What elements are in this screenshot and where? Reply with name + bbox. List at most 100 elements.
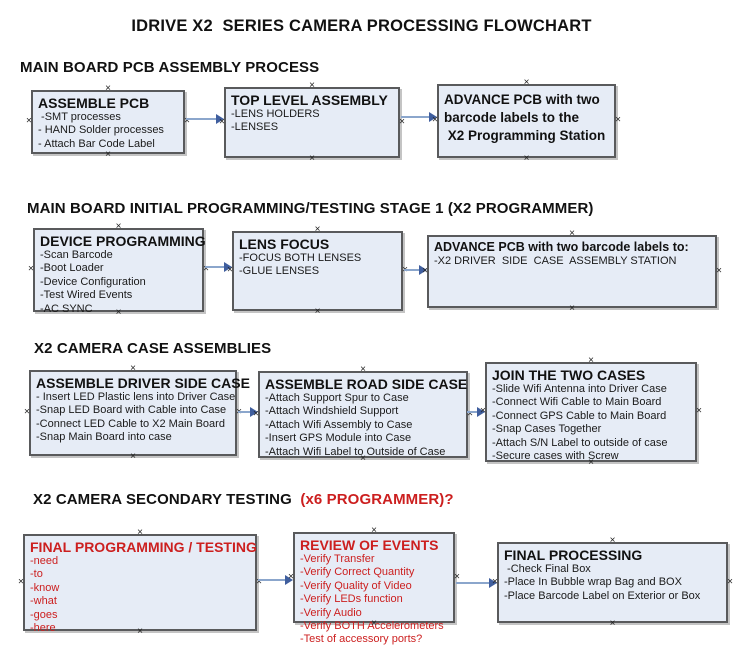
box-line: -Snap Main Board into case — [36, 431, 172, 444]
connector-arrow[interactable] — [258, 575, 293, 585]
heading-red-part: (x6 PROGRAMMER)? — [296, 491, 454, 508]
arrow-shaft — [456, 582, 491, 584]
box-line: ADVANCE PCB with two — [444, 92, 600, 107]
arrow-shaft — [401, 116, 431, 118]
arrow-head-icon — [285, 575, 293, 585]
connector-handle: × — [115, 221, 122, 232]
box-line: -LENSES — [231, 121, 279, 134]
box-title: ASSEMBLE DRIVER SIDE CASE — [36, 375, 250, 391]
box-line: - Insert LED Plastic lens into Driver Ca… — [36, 391, 236, 403]
connector-handle: × — [26, 115, 32, 127]
box-title: FINAL PROGRAMMING / TESTING — [30, 539, 257, 555]
box-line: -Attach Windshield Support — [265, 405, 399, 418]
box-line: -need — [30, 555, 59, 567]
arrow-head-icon — [224, 262, 232, 272]
flow-box-assemble-driver-side-case[interactable]: ASSEMBLE DRIVER SIDE CASE - Insert LED P… — [24, 364, 250, 462]
flow-box-join-the-two-cases[interactable]: JOIN THE TWO CASES -Slide Wifi Antenna i… — [480, 356, 702, 468]
connector-arrow[interactable] — [186, 114, 224, 124]
connector-handle: × — [105, 149, 111, 160]
connector-handle: × — [727, 576, 733, 587]
connector-handle: × — [314, 224, 321, 235]
box-line: -SMT processes — [38, 111, 121, 123]
connector-handle: × — [609, 535, 616, 546]
arrow-head-icon — [216, 114, 224, 124]
connector-handle: × — [309, 153, 315, 164]
flow-box-assemble-pcb[interactable]: ASSEMBLE PCB -SMT processes - HAND Solde… — [26, 84, 190, 160]
flow-box-top-level-assembly[interactable]: TOP LEVEL ASSEMBLY -LENS HOLDERS -LENSES… — [219, 81, 405, 164]
box-title: ASSEMBLE ROAD SIDE CASE — [265, 376, 468, 392]
arrow-head-icon — [429, 112, 437, 122]
section-heading-case-assemblies: X2 CAMERA CASE ASSEMBLIES — [34, 340, 272, 357]
box-line: -Verify Correct Quantity — [300, 566, 415, 579]
box-line: -Connect LED Cable to X2 Main Board — [36, 417, 225, 430]
box-line: - HAND Solder processes — [38, 124, 164, 137]
box-line: -Device Configuration — [40, 275, 146, 288]
box-line: -Check Final Box — [504, 563, 591, 575]
connector-arrow[interactable] — [205, 262, 232, 272]
box-line: -Slide Wifi Antenna into Driver Case — [492, 383, 667, 395]
flow-box-assemble-road-side-case[interactable]: ASSEMBLE ROAD SIDE CASE -Attach Support … — [253, 365, 473, 464]
connector-handle: × — [105, 83, 111, 94]
box-line: -Snap LED Board with Cable into Case — [36, 404, 227, 417]
box-line: -Verify Transfer — [300, 553, 375, 565]
connector-handle: × — [716, 265, 722, 276]
section-heading-initial-programming: MAIN BOARD INITIAL PROGRAMMING/TESTING S… — [27, 200, 594, 217]
flow-box-final-programming-testing[interactable]: FINAL PROGRAMMING / TESTING -need -to -k… — [18, 528, 262, 637]
box-line: -here — [30, 622, 56, 635]
arrow-head-icon — [250, 407, 258, 417]
box-line: -GLUE LENSES — [239, 265, 320, 278]
flow-box-final-processing[interactable]: FINAL PROCESSING -Check Final Box -Place… — [492, 536, 733, 629]
box-line: -what — [30, 595, 57, 608]
connector-handle: × — [130, 451, 136, 462]
box-line: -FOCUS BOTH LENSES — [239, 252, 362, 264]
flow-box-advance-pcb-programming-station[interactable]: ADVANCE PCB with two barcode labels to t… — [432, 78, 621, 164]
box-line: -Secure cases with Screw — [492, 450, 619, 463]
box-line: X2 Programming Station — [444, 128, 606, 143]
heading-black-part: X2 CAMERA SECONDARY TESTING — [33, 491, 297, 508]
box-line: -Attach Support Spur to Case — [265, 392, 409, 404]
flow-box-advance-pcb-driver-side-station[interactable]: ADVANCE PCB with two barcode labels to: … — [422, 229, 722, 314]
box-title: FINAL PROCESSING — [504, 547, 643, 563]
box-title: DEVICE PROGRAMMING — [40, 233, 206, 249]
connector-handle: × — [137, 527, 143, 538]
box-line: -Connect GPS Cable to Main Board — [492, 409, 667, 422]
arrow-head-icon — [419, 265, 427, 275]
connector-arrow[interactable] — [467, 407, 485, 417]
connector-handle: × — [569, 303, 575, 314]
connector-arrow[interactable] — [401, 112, 437, 122]
box-line: -AC SYNC — [40, 302, 93, 315]
connector-handle: × — [609, 618, 616, 629]
connector-handle: × — [28, 263, 34, 275]
section-heading-pcb-assembly: MAIN BOARD PCB ASSEMBLY PROCESS — [20, 59, 320, 76]
box-line: -Verify Quality of Video — [300, 579, 412, 592]
arrow-head-icon — [489, 578, 497, 588]
page-title: IDRIVE X2 SERIES CAMERA PROCESSING FLOWC… — [131, 17, 592, 35]
box-line: -Insert GPS Module into Case — [265, 432, 412, 445]
flow-box-lens-focus[interactable]: LENS FOCUS -FOCUS BOTH LENSES -GLUE LENS… — [227, 225, 408, 317]
arrow-shaft — [238, 411, 252, 413]
connector-handle: × — [523, 153, 530, 164]
box-title: JOIN THE TWO CASES — [492, 367, 646, 383]
flow-box-review-of-events[interactable]: REVIEW OF EVENTS -Verify Transfer -Verif… — [288, 526, 460, 646]
connector-handle: × — [615, 114, 621, 126]
box-title: ADVANCE PCB with two barcode labels to: — [434, 240, 689, 254]
arrow-shaft — [186, 118, 218, 120]
flow-box-device-programming[interactable]: DEVICE PROGRAMMING -Scan Barcode -Boot L… — [28, 222, 209, 318]
connector-arrow[interactable] — [456, 578, 497, 588]
box-line: -Verify Audio — [300, 606, 362, 619]
box-title: LENS FOCUS — [239, 236, 330, 252]
box-line: -to — [30, 568, 43, 581]
box-line: -Place Barcode Label on Exterior or Box — [504, 589, 701, 602]
box-line: -Attach Wifi Assembly to Case — [265, 418, 413, 431]
connector-handle: × — [314, 306, 321, 317]
box-title: REVIEW OF EVENTS — [300, 537, 439, 553]
connector-handle: × — [24, 406, 30, 418]
connector-arrow[interactable] — [238, 407, 258, 417]
connector-handle: × — [588, 355, 594, 366]
box-line: -Test of accessory ports? — [300, 633, 423, 646]
box-line: -Snap Cases Together — [492, 423, 602, 436]
box-line: -Verify LEDs function — [300, 593, 403, 606]
arrow-shaft — [258, 579, 287, 581]
connector-arrow[interactable] — [404, 265, 427, 275]
